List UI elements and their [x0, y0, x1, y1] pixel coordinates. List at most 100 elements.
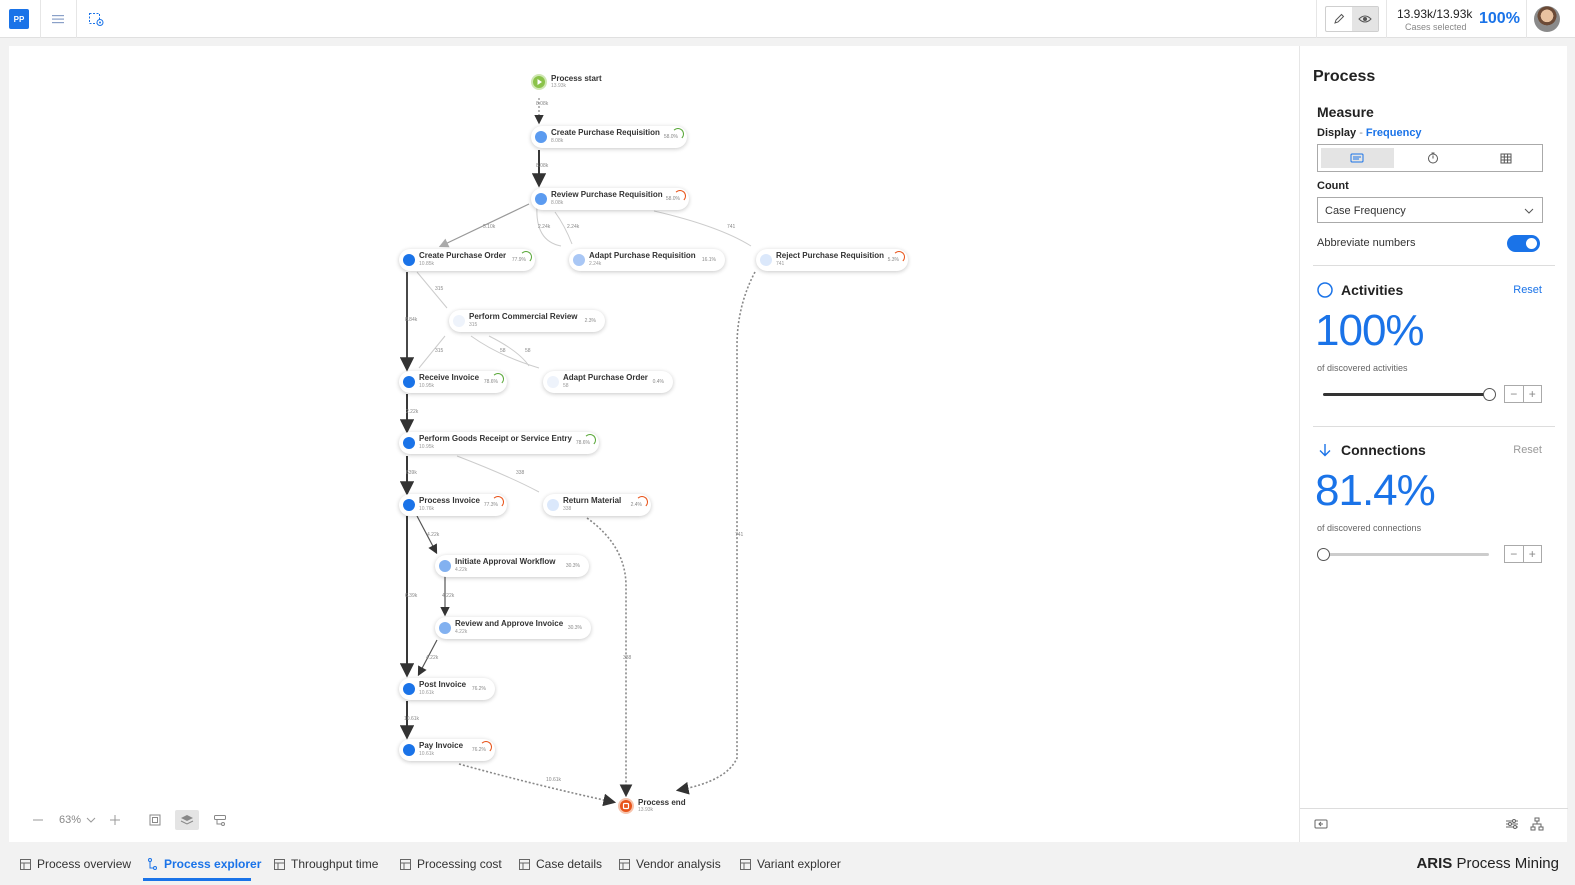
edge[interactable] [536, 205, 562, 247]
edge[interactable] [675, 271, 756, 795]
filter-sliders-icon[interactable] [1505, 817, 1519, 835]
brand-rest: Process Mining [1452, 855, 1559, 872]
section-divider [1313, 426, 1555, 427]
hierarchy-icon[interactable] [1530, 817, 1544, 836]
edit-pencil-icon[interactable] [1326, 7, 1352, 31]
fit-to-screen-icon[interactable] [145, 810, 165, 830]
plus-icon[interactable]: + [1522, 386, 1542, 402]
collapse-panel-icon[interactable] [1314, 817, 1328, 835]
tab-process-explorer[interactable]: Process explorer [147, 845, 261, 883]
activities-reset-link[interactable]: Reset [1513, 284, 1542, 296]
brand-bold: ARIS [1416, 855, 1453, 872]
edge[interactable] [416, 515, 438, 555]
bottom-tab-bar: Process overview Process explorer Throug… [0, 845, 1575, 885]
display-mode-selector[interactable] [1317, 144, 1543, 172]
tab-variant-explorer[interactable]: Variant explorer [740, 845, 841, 883]
tab-throughput-time[interactable]: Throughput time [274, 845, 378, 883]
activity-node[interactable]: Return Material 338 2.4% [543, 494, 651, 516]
frequency-icon[interactable] [1321, 148, 1394, 168]
activities-slider-track[interactable] [1323, 393, 1489, 396]
activity-node[interactable]: Perform Commercial Review 315 2.3% [449, 310, 605, 332]
connections-slider-track[interactable] [1323, 553, 1489, 556]
edge[interactable] [417, 639, 438, 677]
node-name: Reject Purchase Requisition [776, 251, 885, 260]
edge-label: 4.22k [442, 593, 455, 599]
process-map-canvas[interactable]: 8.08k 8.08k 5.10k 2.24k 2.24k 741 315 8.… [9, 46, 1299, 842]
node-percentage: 58.0% [663, 134, 678, 140]
edge-label: 58 [500, 348, 506, 354]
section-divider [1300, 808, 1568, 809]
zoom-out-icon[interactable] [29, 810, 47, 830]
node-count: 10.85k [419, 261, 435, 267]
count-select[interactable]: Case Frequency [1317, 197, 1543, 223]
tab-vendor-analysis[interactable]: Vendor analysis [619, 845, 721, 883]
activity-node[interactable]: Adapt Purchase Order 58 0.4% [543, 371, 673, 393]
dashboard-icon [740, 858, 751, 870]
user-avatar[interactable] [1534, 6, 1560, 32]
activities-percentage: 100% [1315, 306, 1425, 355]
chevron-down-icon[interactable] [85, 810, 97, 830]
dashboard-icon [274, 858, 285, 870]
node-name: Initiate Approval Workflow [455, 557, 556, 566]
activities-stepper[interactable]: −+ [1504, 385, 1542, 403]
activity-node[interactable]: Reject Purchase Requisition 741 5.3% [756, 249, 908, 271]
activity-node[interactable]: Initiate Approval Workflow 4.22k 30.3% [435, 555, 589, 577]
activity-node[interactable]: Create Purchase Requisition 8.08k 58.0% [531, 126, 687, 148]
node-name: Adapt Purchase Requisition [589, 251, 696, 260]
zoom-level[interactable]: 63% [58, 814, 82, 826]
edge-label: 8.84k [405, 317, 418, 323]
edge[interactable] [456, 455, 540, 493]
connections-reset-link[interactable]: Reset [1513, 444, 1542, 456]
edge[interactable] [554, 211, 573, 245]
connections-slider-handle[interactable] [1317, 548, 1330, 561]
abbreviate-numbers-toggle[interactable] [1507, 235, 1540, 252]
activity-node[interactable]: Create Purchase Order 10.85k 77.9% [399, 249, 535, 271]
node-count: 741 [776, 261, 785, 267]
timer-icon[interactable] [1397, 145, 1470, 171]
zoom-in-icon[interactable] [106, 810, 124, 830]
node-name: Process start [551, 74, 602, 83]
plus-icon[interactable]: + [1522, 546, 1542, 562]
edge[interactable] [416, 271, 448, 309]
toolbar-divider [1386, 0, 1387, 38]
view-mode-toggle[interactable] [1325, 6, 1379, 32]
activities-subtitle: of discovered activities [1317, 363, 1408, 373]
activity-node[interactable]: Receive Invoice 10.95k 78.6% [399, 371, 507, 393]
minus-icon[interactable]: − [1510, 387, 1518, 401]
activities-slider-handle[interactable] [1483, 388, 1496, 401]
edge[interactable] [418, 335, 446, 369]
node-percentage: 76.2% [471, 747, 486, 753]
percentage-arc [584, 434, 596, 446]
edge[interactable] [488, 335, 530, 367]
minus-icon[interactable]: − [1510, 547, 1518, 561]
app-logo[interactable]: PP [9, 9, 29, 29]
cost-table-icon[interactable] [1469, 145, 1542, 171]
tab-process-overview[interactable]: Process overview [20, 845, 131, 883]
node-count: 4.22k [455, 567, 468, 573]
activity-node[interactable]: Pay Invoice 10.61k 76.2% [399, 739, 495, 761]
activity-node[interactable]: Review and Approve Invoice 4.22k 30.3% [435, 617, 591, 639]
tab-processing-cost[interactable]: Processing cost [400, 845, 502, 883]
edge[interactable] [470, 335, 540, 369]
layout-icon[interactable] [209, 810, 231, 830]
activity-node[interactable]: Adapt Purchase Requisition 2.24k 16.1% [569, 249, 725, 271]
percentage-arc [893, 251, 905, 263]
circle-icon [1317, 282, 1333, 303]
tab-case-details[interactable]: Case details [519, 845, 602, 883]
node-percentage: 30.3% [565, 563, 580, 569]
node-count: 315 [469, 322, 478, 328]
edge[interactable] [586, 517, 633, 798]
view-eye-icon[interactable] [1352, 7, 1378, 31]
activity-node[interactable]: Process Invoice 10.76k 77.3% [399, 494, 507, 516]
activity-node[interactable]: Review Purchase Requisition 8.08k 58.0% [531, 188, 689, 210]
edge[interactable] [458, 763, 617, 807]
activity-dot [403, 744, 415, 756]
menu-icon[interactable] [47, 9, 69, 29]
activity-node[interactable]: Post Invoice 10.61k 76.2% [399, 678, 495, 700]
edge[interactable] [438, 203, 530, 248]
activity-node[interactable]: Perform Goods Receipt or Service Entry 1… [399, 432, 599, 454]
select-cases-icon[interactable] [85, 9, 107, 29]
edge[interactable] [653, 210, 752, 247]
connections-stepper[interactable]: −+ [1504, 545, 1542, 563]
layers-icon[interactable] [175, 810, 199, 830]
